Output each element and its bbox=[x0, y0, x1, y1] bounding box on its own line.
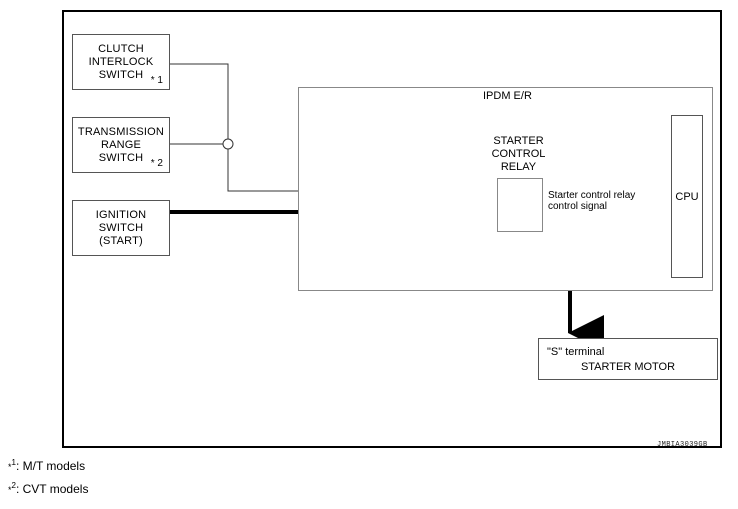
block-transmission-range-switch: TRANSMISSION RANGE SWITCH * 2 bbox=[72, 117, 170, 173]
footnote-1: *1: M/T models bbox=[8, 458, 86, 473]
starter-control-relay-title: STARTER CONTROL RELAY bbox=[466, 135, 571, 174]
transmission-footnote-ref: * 2 bbox=[150, 158, 163, 169]
relay-title-line-3: RELAY bbox=[500, 161, 537, 173]
clutch-line-3: SWITCH bbox=[98, 68, 144, 81]
cpu-label: CPU bbox=[675, 190, 699, 203]
wire-clutch-to-junction bbox=[170, 63, 229, 139]
transmission-line-2: RANGE bbox=[100, 138, 142, 151]
transmission-line-3: SWITCH bbox=[98, 151, 144, 164]
footnote-1-text: : M/T models bbox=[15, 459, 86, 473]
footnote-2-marker: 2 bbox=[11, 481, 16, 490]
relay-title-line-1: STARTER bbox=[493, 135, 544, 147]
block-starter-motor: "S" terminal STARTER MOTOR bbox=[538, 338, 718, 380]
block-clutch-interlock-switch: CLUTCH INTERLOCK SWITCH * 1 bbox=[72, 34, 170, 90]
clutch-footnote-ref: * 1 bbox=[150, 75, 163, 86]
signal-line-2: control signal bbox=[548, 201, 607, 212]
diagram-id-label: JMBIA3039GB bbox=[657, 441, 708, 449]
footnote-2-text: : CVT models bbox=[15, 482, 89, 496]
clutch-line-2: INTERLOCK bbox=[88, 55, 154, 68]
signal-line-1: Starter control relay bbox=[548, 190, 636, 201]
footnote-1-marker: 1 bbox=[11, 458, 16, 467]
ignition-line-1: IGNITION bbox=[95, 208, 147, 221]
footnote-2: *2: CVT models bbox=[8, 481, 89, 496]
clutch-line-1: CLUTCH bbox=[98, 42, 144, 55]
wire-junction-node bbox=[222, 138, 234, 150]
ignition-line-3: (START) bbox=[99, 234, 143, 247]
block-starter-control-relay bbox=[497, 178, 543, 232]
diagram-outer-frame bbox=[62, 10, 722, 448]
block-ignition-switch: IGNITION SWITCH (START) bbox=[72, 200, 170, 256]
block-cpu: CPU bbox=[671, 115, 703, 278]
ipdm-er-label: IPDM E/R bbox=[483, 90, 532, 102]
starter-motor-name: STARTER MOTOR bbox=[580, 361, 676, 373]
starter-motor-terminal: "S" terminal bbox=[547, 346, 605, 358]
starter-control-relay-signal-label: Starter control relay control signal bbox=[548, 190, 635, 212]
relay-title-line-2: CONTROL bbox=[491, 148, 546, 160]
ignition-line-2: SWITCH bbox=[98, 221, 144, 234]
transmission-line-1: TRANSMISSION bbox=[77, 125, 165, 138]
